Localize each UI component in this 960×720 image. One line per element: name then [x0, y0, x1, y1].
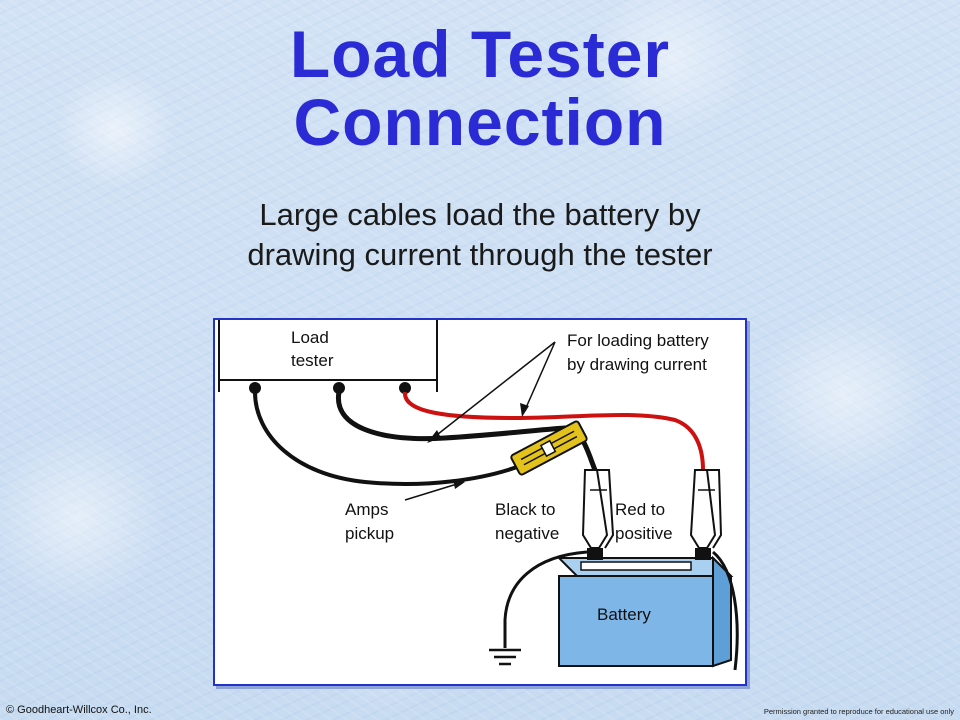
- amps-pickup-cable: [253, 391, 526, 486]
- loading-arrow-2: [524, 341, 556, 411]
- red-load-cable: [403, 391, 705, 471]
- copyright-text: © Goodheart-Willcox Co., Inc.: [6, 704, 152, 716]
- red-label-2: positive: [615, 524, 673, 543]
- slide-subtitle: Large cables load the battery by drawing…: [180, 195, 780, 275]
- title-line-2: Connection: [293, 85, 667, 159]
- red-battery-clip: [689, 469, 723, 549]
- terminal-2: [333, 382, 345, 394]
- load-tester-label-1: Load: [291, 328, 329, 347]
- loading-arrowhead-2: [520, 403, 529, 417]
- terminal-1: [249, 382, 261, 394]
- slide-title: Load Tester Connection: [0, 20, 960, 156]
- subtitle-line-2: drawing current through the tester: [247, 237, 713, 272]
- black-battery-clip: [581, 469, 615, 549]
- battery: [556, 548, 734, 668]
- loading-label-1: For loading battery: [567, 331, 709, 350]
- diagram-canvas: Load tester For loading battery by drawi…: [218, 320, 739, 671]
- amps-pickup-clamp: [510, 420, 588, 476]
- load-tester-diagram: Load tester For loading battery by drawi…: [213, 318, 747, 686]
- title-line-1: Load Tester: [289, 17, 671, 91]
- amps-label-2: pickup: [345, 524, 394, 543]
- amps-arrow: [404, 483, 458, 501]
- loading-arrowhead-1: [427, 430, 441, 443]
- black-label-1: Black to: [495, 500, 555, 519]
- permission-text: Permission granted to reproduce for educ…: [763, 707, 954, 716]
- ground-cable: [503, 550, 588, 648]
- negative-post: [587, 548, 603, 560]
- load-tester-label-2: tester: [291, 351, 334, 370]
- subtitle-line-1: Large cables load the battery by: [259, 197, 701, 232]
- black-label-2: negative: [495, 524, 559, 543]
- positive-cable: [712, 550, 739, 671]
- load-tester-box: [218, 320, 438, 381]
- amps-arrowhead: [453, 479, 465, 489]
- loading-label-2: by drawing current: [567, 355, 707, 374]
- terminal-3: [399, 382, 411, 394]
- loading-arrow-1: [432, 341, 556, 439]
- positive-post: [695, 548, 711, 560]
- red-label-1: Red to: [615, 500, 665, 519]
- amps-label-1: Amps: [345, 500, 388, 519]
- battery-label: Battery: [597, 605, 651, 624]
- ground-icon: [489, 648, 521, 666]
